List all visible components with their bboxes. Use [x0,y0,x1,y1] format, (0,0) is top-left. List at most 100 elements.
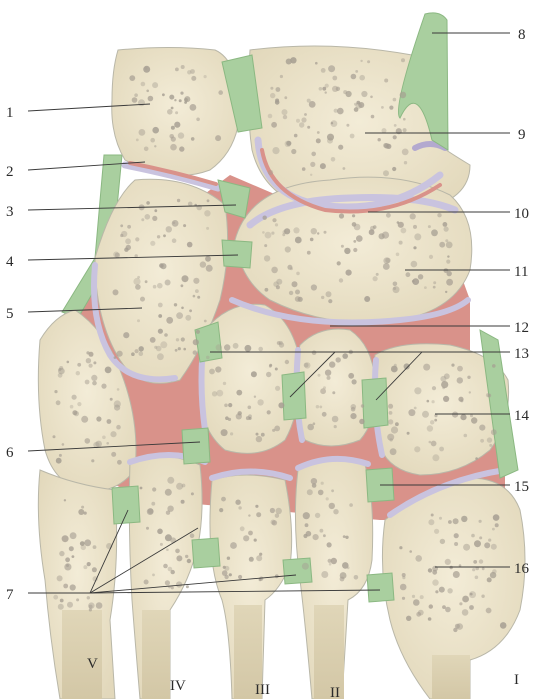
trabecula-dot [299,122,304,127]
trabecula-dot [91,459,94,462]
trabecula-dot [321,296,324,299]
trabecula-dot [145,214,151,220]
trabecula-dot [267,410,271,414]
trabecula-dot [271,232,274,235]
trabecula-dot [171,137,176,142]
trabecula-dot [302,167,306,171]
trabecula-dot [251,371,257,377]
trabecula-dot [453,571,460,578]
trabecula-dot [140,487,143,490]
trabecula-dot [148,96,154,102]
trabecula-dot [270,93,275,98]
trabecula-dot [364,296,370,302]
trabecula-dot [310,162,315,167]
trabecula-dot [285,246,291,252]
trabecula-dot [86,358,91,363]
trabecula-dot [328,65,335,72]
trabecula-dot [77,402,81,406]
trabecula-dot [268,114,273,119]
trabecula-dot [311,228,317,234]
trabecula-dot [295,296,301,302]
trabecula-dot [275,99,279,103]
trabecula-dot [187,559,191,563]
trabecula-dot [166,226,172,232]
trabecula-dot [235,500,240,505]
label-12: 12 [514,320,529,336]
trabecula-dot [480,439,484,443]
trabecula-dot [331,157,336,162]
trabecula-dot [333,509,338,514]
trabecula-dot [413,225,417,229]
trabecula-dot [432,570,437,575]
trabecula-dot [172,220,179,227]
trabecula-dot [254,396,256,398]
trabecula-dot [488,539,491,542]
trabecula-dot [295,237,302,244]
trabecula-dot [432,454,439,461]
trabecula-dot [167,109,173,115]
trabecula-dot [157,283,163,289]
trabecula-dot [282,233,285,236]
trabecula-dot [117,460,122,465]
trabecula-dot [406,616,411,621]
trabecula-dot [152,127,159,134]
trabecula-dot [340,572,347,579]
trabecula-dot [175,111,178,114]
trabecula-dot [304,113,307,116]
trabecula-dot [91,375,97,381]
trabecula-dot [183,348,186,351]
trabecula-dot [89,352,94,357]
trabecula-dot [72,395,77,400]
trabecula-dot [150,337,156,343]
trabecula-dot [392,167,396,171]
trabecula-dot [196,118,200,122]
trabecula-dot [296,272,300,276]
ligament-4 [222,240,252,268]
trabecula-dot [460,414,466,420]
trabecula-dot [132,97,138,103]
trabecula-dot [317,232,319,234]
trabecula-dot [361,404,364,407]
trabecula-dot [324,231,327,234]
ligament-13-a [282,372,306,420]
trabecula-dot [76,371,80,375]
trabecula-dot [444,227,449,232]
trabecula-dot [181,500,185,504]
trabecula-dot [177,199,180,202]
trabecula-dot [157,235,160,238]
trabecula-dot [389,411,393,415]
trabecula-dot [428,225,431,228]
trabecula-dot [174,303,177,306]
trabecula-dot [163,564,168,569]
trabecula-dot [439,242,445,248]
label-16: 16 [514,561,530,577]
trabecula-dot [396,253,400,257]
label-3: 3 [6,204,14,220]
trabecula-dot [342,353,348,359]
trabecula-dot [370,96,373,99]
trabecula-dot [332,86,338,92]
trabecula-dot [204,75,207,78]
trabecula-dot [393,287,396,290]
trabecula-dot [452,412,458,418]
trabecula-dot [166,548,169,551]
trabecula-dot [311,478,317,484]
trabecula-dot [88,602,94,608]
trabecula-dot [270,508,275,513]
trabecula-dot [450,566,453,569]
trabecula-dot [332,76,337,81]
trabecula-dot [320,163,326,169]
trabecula-dot [110,431,116,437]
trabecula-dot [479,425,485,431]
trabecula-dot [484,542,490,548]
trabecula-dot [238,506,241,509]
trabecula-dot [78,509,84,515]
trabecula-dot [457,366,463,372]
trabecula-dot [275,223,278,226]
trabecula-dot [282,109,288,115]
trabecula-dot [176,555,182,561]
trabecula-dot [106,442,109,445]
trabecula-dot [181,307,184,310]
